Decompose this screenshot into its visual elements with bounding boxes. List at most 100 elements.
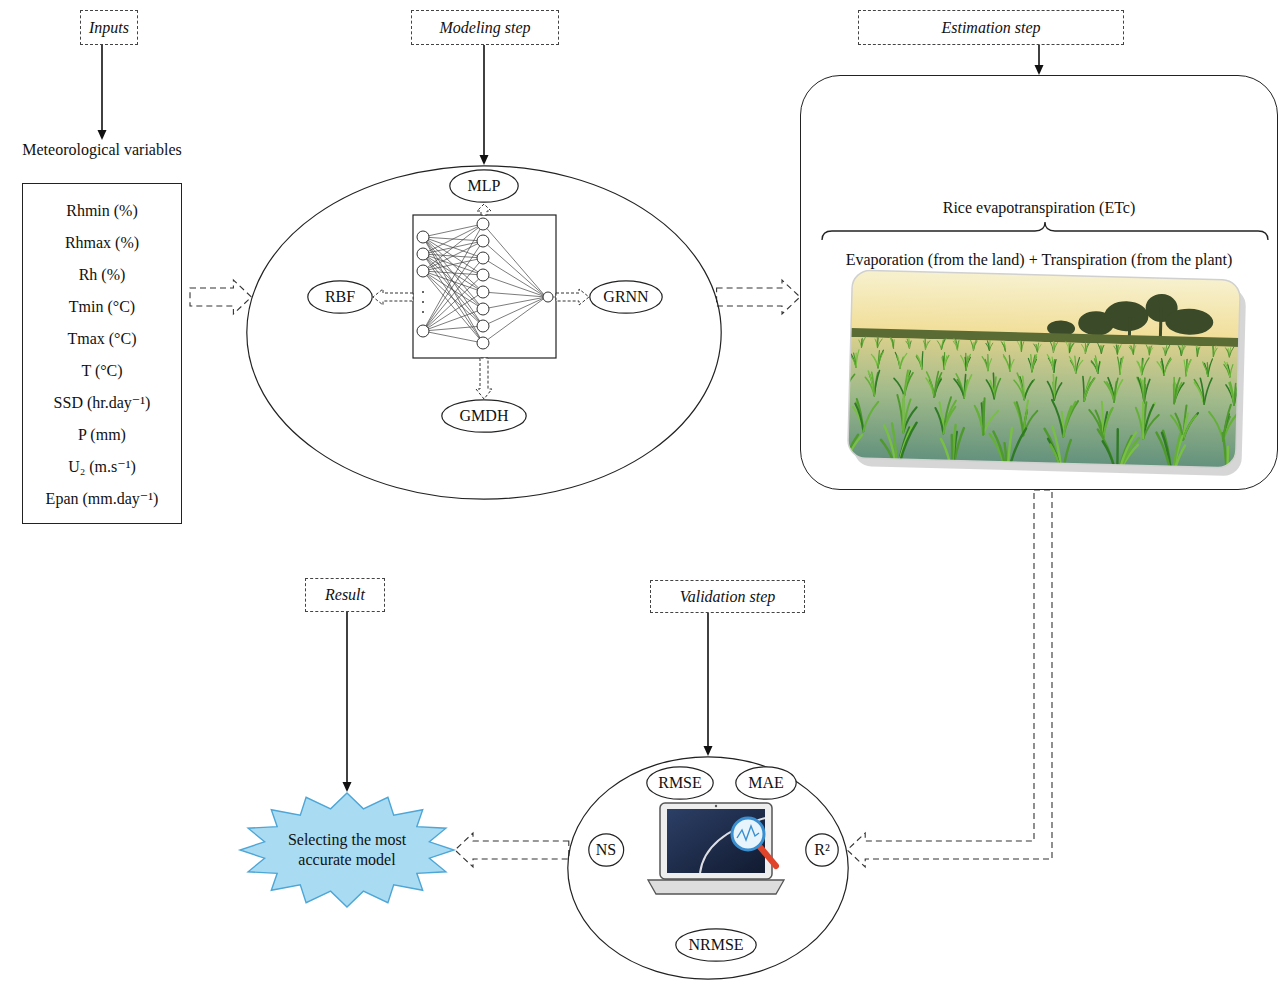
network-link [423,258,483,331]
flow-connector [343,612,352,792]
rice-blade [1146,345,1150,355]
rice-blade [1203,364,1208,376]
rice-blade [878,350,883,368]
rice-blade [1144,385,1145,403]
hollow-arrow [455,833,569,867]
arrow-head [98,130,107,140]
network-link [483,224,546,297]
rice-blade [1010,359,1014,371]
node-text: R² [814,840,829,860]
rice-blade [1224,362,1230,377]
rice-blade [856,350,859,367]
ellipse-shape [247,166,721,499]
estimation-panel: Rice evapotranspiration (ETc)Evaporation… [800,75,1278,490]
rice-paddy-photo [822,269,1251,483]
rice-blade [1183,415,1196,440]
rice-blade [1069,343,1074,353]
rice-blade [943,407,955,434]
rice-blade [954,339,958,350]
rice-blade [848,337,850,346]
ellipse-shape [450,170,518,202]
network-link [423,241,483,271]
rice-blade [1142,402,1144,438]
rice-blade [1149,346,1151,355]
node-text: Tmax (°C) [23,329,181,349]
arrow-shaft [1038,45,1040,67]
rice-blade [1021,342,1023,352]
rice-blade [1221,433,1228,468]
rice-blade [904,370,908,396]
rice-blade [1049,444,1063,468]
arrow-shaft [483,45,485,157]
arrow-head [480,155,489,165]
node-text: P (mm) [23,425,181,445]
rice-blade [1202,362,1208,376]
network-link [423,271,483,343]
rice-blade [1017,341,1022,351]
rice-blade [1208,412,1224,441]
rice-blade [1196,346,1197,356]
network-dot [422,301,424,303]
rice-blade [1164,358,1171,375]
water-field [848,337,1239,468]
rice-blade [897,422,916,468]
rice-blade [925,341,927,349]
node-text: MLP [468,176,501,196]
rice-blade [973,341,975,351]
arrow-shaft [346,612,348,784]
rice-blade [1047,381,1055,400]
ellipse-outline [246,165,722,500]
node-text: GMDH [460,406,509,426]
photo-content [848,270,1241,468]
node-text: Inputs [89,18,129,38]
method-ellipse: MLP [449,169,519,203]
node-text: SSD (hr.day⁻¹) [23,393,181,413]
rice-blade [1032,354,1037,371]
rice-blade [1085,343,1089,353]
network-link [423,331,483,343]
node-text: GRNN [603,287,648,307]
rice-blade [1161,359,1164,376]
rice-blade [1069,343,1071,353]
rice-blade [973,341,977,350]
network-neuron [477,303,489,315]
rice-blade [871,354,878,367]
rice-blade [1024,379,1034,399]
left-arrow [373,289,413,305]
rice-blade [1016,402,1024,435]
node-text: RMSE [658,773,702,793]
rice-blade [1172,445,1185,468]
rice-blade [1101,345,1103,353]
input-variables-box: Meteorological variablesRhmin (%)Rhmax (… [14,140,190,526]
step-tag: Estimation step [858,10,1124,45]
method-ellipse: GMDH [441,399,527,433]
node-text: Rhmax (%) [23,233,181,253]
rice-blade [935,408,944,433]
method-ellipse: RBF [307,280,373,314]
rice-blade [891,424,899,469]
rice-blade [951,435,954,468]
network-neuron [417,325,429,337]
rice-blade [1003,355,1010,371]
rice-plants [848,335,1241,468]
flow-connector [704,613,713,756]
rice-blade [1196,349,1197,356]
rice-blade [917,355,922,368]
network-neuron [417,265,429,277]
rice-blade [1053,341,1055,352]
rice-blade [900,353,907,368]
rice-blade [1181,346,1184,356]
rice-blade [1163,348,1166,356]
rice-blade [954,379,965,398]
laptop-camera [715,805,717,807]
node-text: Validation step [680,587,776,607]
rice-blade [878,352,883,368]
rice-blade [1117,432,1136,468]
method-ellipse: RMSE [646,766,714,800]
rice-blade [1120,357,1123,374]
rice-blade [944,356,947,370]
rice-blade [957,340,959,350]
network-link [423,254,483,343]
flow-connector [480,45,489,165]
